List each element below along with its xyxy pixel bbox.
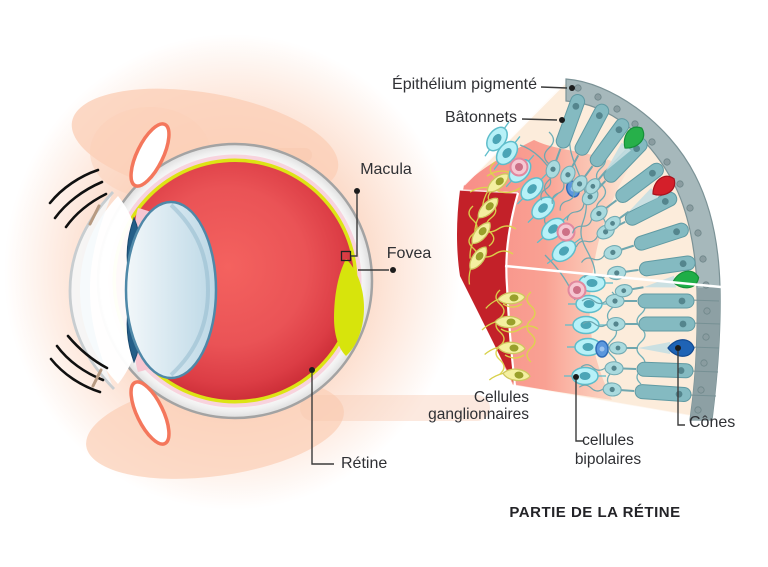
annotations (309, 85, 685, 465)
cone-red (601, 175, 676, 235)
epithelium-plate-lines (688, 299, 721, 397)
fovea-leader (358, 267, 396, 273)
epithelium-leader (540, 85, 575, 91)
retina-wedge (457, 78, 722, 421)
label-bipolar-line1: cellules (582, 432, 634, 449)
cones-leader (675, 345, 685, 426)
wedge-top-edge (463, 81, 567, 186)
upper-eyelashes (48, 168, 108, 229)
label-macula: Macula (360, 161, 412, 178)
eye-cross-section (4, 34, 490, 510)
cone-green-1 (581, 126, 645, 198)
pigmented-epithelium-lower (690, 287, 721, 420)
label-ganglion-line1: Cellules (473, 389, 529, 406)
label-ganglion-line2: ganglionnaires (428, 406, 529, 423)
bipolaires-leader (573, 374, 583, 442)
lens (124, 200, 218, 380)
upper-lid-fold (129, 122, 171, 188)
lower-eyelashes (49, 334, 109, 394)
macula-leader (340, 188, 360, 262)
label-retine: Rétine (341, 455, 388, 472)
label-fovea: Fovea (386, 245, 432, 262)
label-epithelium: Épithélium pigmenté (392, 76, 537, 93)
lower-lid-fold (129, 380, 171, 446)
label-ganglion-cells: Cellules ganglionnaires (428, 389, 529, 423)
wedge-bottom-edge (512, 384, 710, 420)
segment-divider (504, 264, 722, 289)
lens-shading (169, 203, 211, 377)
macula-blob (334, 259, 364, 356)
epithelium-nuclei (574, 84, 711, 414)
skin-fold-bottom (300, 395, 490, 421)
figure-title: PARTIE DE LA RÉTINE (509, 504, 681, 521)
label-cones: Cônes (689, 414, 736, 431)
label-batonnets: Bâtonnets (444, 109, 517, 126)
retine-leader (309, 367, 334, 465)
label-bipolar-line2: bipolaires (574, 451, 642, 468)
batonnets-leader (521, 117, 565, 123)
label-bipolar-cells: cellules bipolaires (537, 431, 679, 469)
